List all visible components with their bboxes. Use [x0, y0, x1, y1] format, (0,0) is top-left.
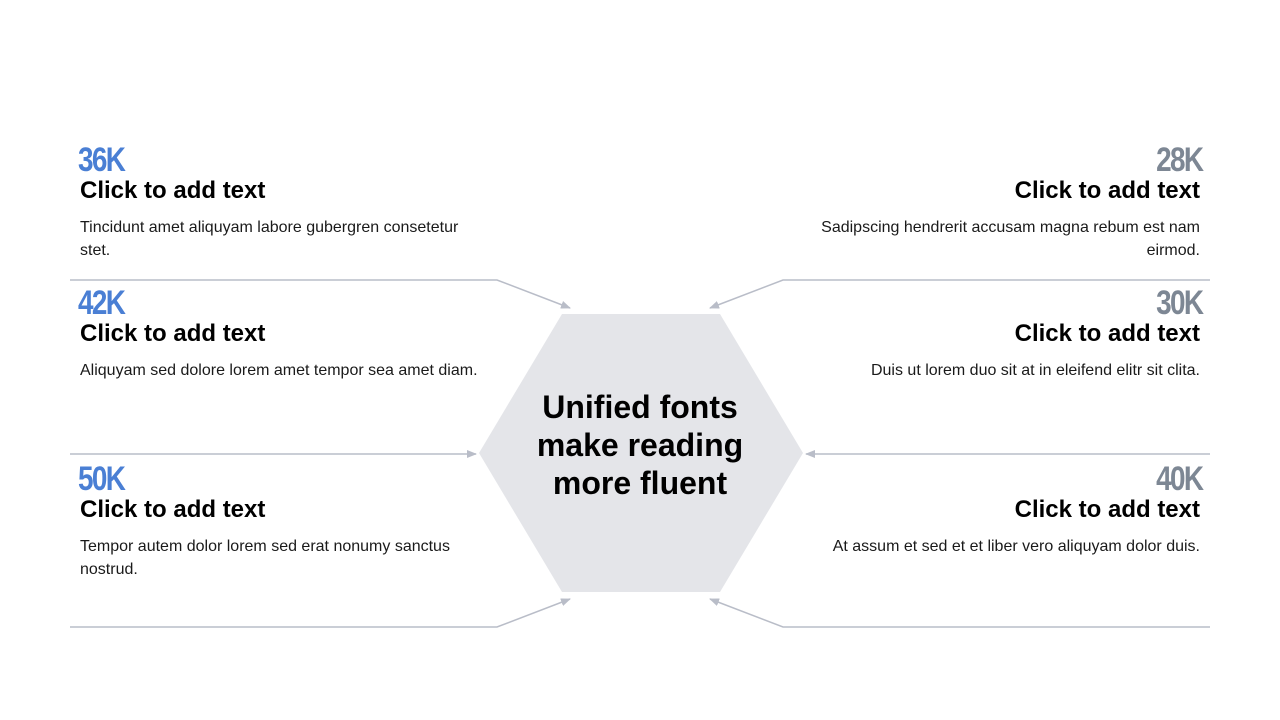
center-hexagon — [479, 314, 803, 592]
center-title: Unified fonts make reading more fluent — [500, 388, 780, 502]
stat-block-right-2: 30K Click to add text Duis ut lorem duo … — [802, 284, 1204, 382]
connector-bottom-left — [70, 598, 571, 628]
block-heading[interactable]: Click to add text — [1014, 177, 1200, 204]
stat-value: 42K — [78, 284, 126, 322]
block-description[interactable]: Sadipscing hendrerit accusam magna rebum… — [821, 219, 1200, 259]
stat-value: 36K — [78, 141, 126, 179]
block-heading[interactable]: Click to add text — [80, 496, 266, 523]
block-description[interactable]: At assum et sed et et liber vero aliquya… — [832, 538, 1200, 555]
stat-value: 50K — [78, 460, 126, 498]
connector-bottom-right — [709, 598, 1210, 628]
block-heading[interactable]: Click to add text — [1014, 320, 1200, 347]
block-heading[interactable]: Click to add text — [1014, 496, 1200, 523]
stat-block-right-1: 28K Click to add text Sadipscing hendrer… — [802, 141, 1204, 262]
stat-block-left-1: 36K Click to add text Tincidunt amet ali… — [78, 143, 478, 262]
stat-value: 40K — [1155, 460, 1204, 498]
center-title-line: make reading — [536, 427, 744, 463]
block-description[interactable]: Tincidunt amet aliquyam labore gubergren… — [80, 219, 459, 259]
stat-block-right-3: 40K Click to add text At assum et sed et… — [802, 460, 1204, 558]
block-heading[interactable]: Click to add text — [80, 177, 266, 204]
block-heading[interactable]: Click to add text — [80, 320, 266, 347]
block-description[interactable]: Tempor autem dolor lorem sed erat nonumy… — [80, 538, 450, 578]
stat-block-left-2: 42K Click to add text Aliquyam sed dolor… — [78, 286, 478, 382]
block-description[interactable]: Duis ut lorem duo sit at in eleifend eli… — [870, 362, 1200, 379]
block-description[interactable]: Aliquyam sed dolore lorem amet tempor se… — [80, 362, 478, 379]
center-title-line: Unified fonts — [542, 389, 738, 425]
stat-value: 30K — [1155, 284, 1204, 322]
stat-block-left-3: 50K Click to add text Tempor autem dolor… — [78, 462, 478, 581]
stat-value: 28K — [1155, 141, 1204, 179]
center-title-line: more fluent — [552, 465, 728, 501]
connector-top-left — [70, 279, 571, 309]
connector-top-right — [709, 279, 1210, 309]
